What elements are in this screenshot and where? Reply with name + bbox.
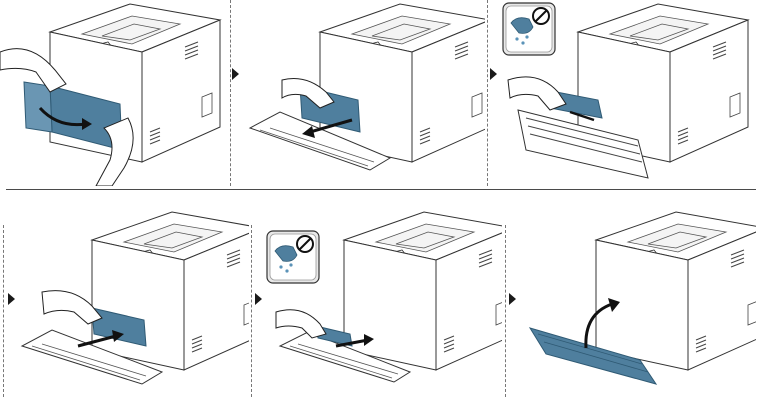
step-4-insert-new-container [12,196,249,402]
step-1-open-front-cover [0,0,228,186]
step-arrow-icon [255,293,262,305]
step-arrow-icon [232,68,239,80]
step-arrow-icon [509,293,516,305]
row-divider [6,189,756,190]
column-divider [505,225,506,397]
step-arrow-icon [490,68,497,80]
column-divider [230,0,231,186]
step-5-push-tray-in [264,196,502,402]
no-spill-icon [266,230,320,284]
column-divider [3,225,4,397]
step-2-pull-out-tray [240,0,485,186]
no-spill-icon [502,2,556,56]
step-arrow-icon [8,293,15,305]
step-3-remove-waste-toner-container [498,0,758,186]
column-divider [487,0,488,186]
step-6-close-front-cover [516,196,756,402]
column-divider [251,225,252,397]
